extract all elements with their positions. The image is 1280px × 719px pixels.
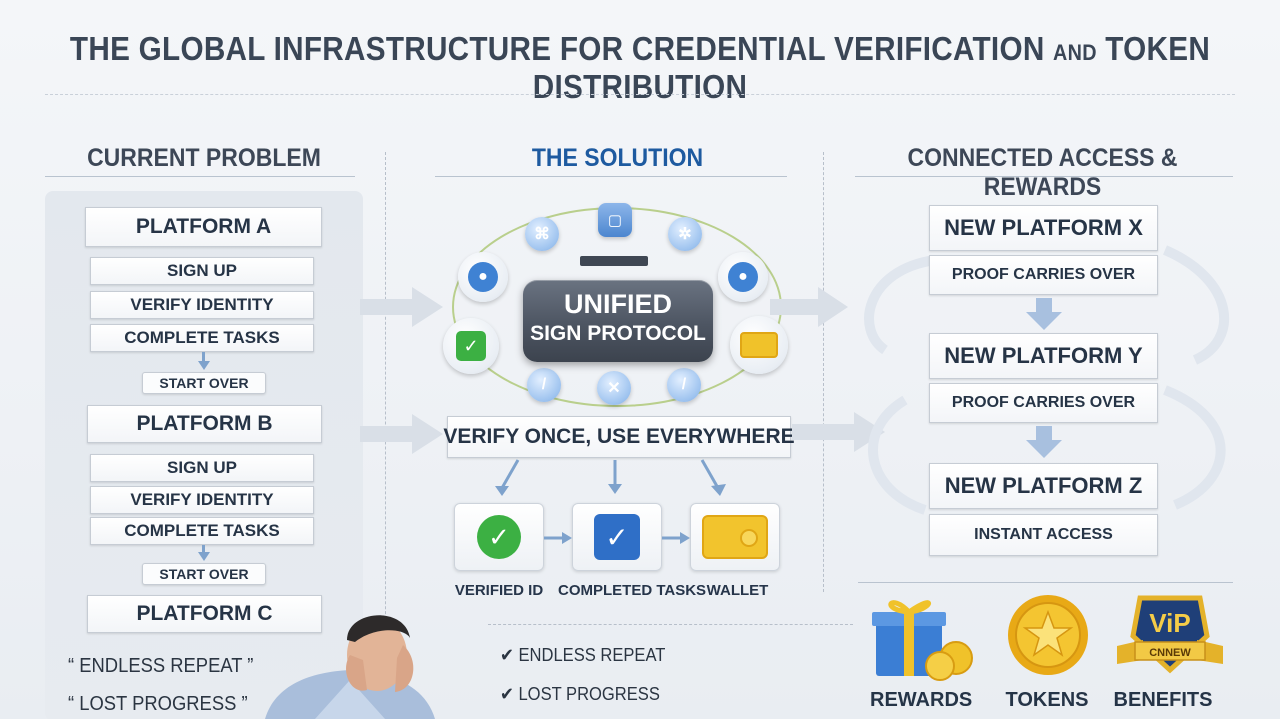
task-check-icon: ✓ xyxy=(594,514,640,560)
user-node-left: ● xyxy=(458,252,508,302)
tile-arrow-2 xyxy=(662,532,690,544)
verified-id-label: VERIFIED ID xyxy=(454,582,544,599)
verified-id-tile: ✓ xyxy=(454,503,544,571)
quote-lost-progress: “ LOST PROGRESS ” xyxy=(68,693,248,715)
down-arrow-stem-b xyxy=(202,545,205,553)
hub-line-2: SIGN PROTOCOL xyxy=(530,322,706,345)
network-node-4: ✕ xyxy=(597,371,631,405)
user-node-right: ● xyxy=(718,252,768,302)
down-arrow-x xyxy=(1026,298,1062,330)
instant-access-box: INSTANT ACCESS xyxy=(929,514,1158,556)
solution-heading: THE SOLUTION xyxy=(531,144,704,172)
new-platform-z-box: NEW PLATFORM Z xyxy=(929,463,1158,509)
connected-access-heading: CONNECTED ACCESS & REWARDS xyxy=(907,144,1178,201)
proof-carries-over-y: PROOF CARRIES OVER xyxy=(929,383,1158,423)
wallet-tile xyxy=(690,503,780,571)
flow-arrow-top xyxy=(360,287,443,327)
hub-line-1: UNIFIED xyxy=(564,289,672,319)
checklist-lost-progress: ✔ LOST PROGRESS xyxy=(500,684,660,704)
verify-once-banner: VERIFY ONCE, USE EVERYWHERE xyxy=(443,416,795,458)
step-verify-identity-b: VERIFY IDENTITY xyxy=(90,486,314,514)
title-and: AND xyxy=(1053,40,1097,65)
connected-access-rule xyxy=(855,176,1233,177)
start-over-a: START OVER xyxy=(142,372,266,394)
flow-arrow-right-bottom xyxy=(792,412,885,452)
page-title: THE GLOBAL INFRASTRUCTURE FOR CREDENTIAL… xyxy=(64,30,1216,106)
title-divider xyxy=(45,94,1235,95)
benefits-label: BENEFITS xyxy=(1113,689,1213,711)
gift-box-icon xyxy=(872,600,973,681)
platform-b-box: PLATFORM B xyxy=(87,405,322,443)
title-part2: TOKEN DISTRIBUTION xyxy=(532,30,1211,105)
frustrated-person-illustration xyxy=(265,615,435,719)
wallet-label: WALLET xyxy=(706,582,769,599)
rewards-rule xyxy=(858,582,1233,583)
start-over-b: START OVER xyxy=(142,563,266,585)
wallet-node xyxy=(730,316,788,374)
checkmark-node: ✓ xyxy=(443,318,499,374)
down-arrow-a xyxy=(198,361,210,370)
completed-tasks-tile: ✓ xyxy=(572,503,662,571)
vip-text: ViP xyxy=(1149,608,1190,638)
token-coin-icon xyxy=(1008,595,1088,675)
wallet-icon xyxy=(702,515,768,559)
vip-badge-icon: ViP CNNEW xyxy=(1117,595,1223,674)
solution-rule xyxy=(435,176,787,177)
current-problem-heading: CURRENT PROBLEM xyxy=(87,144,321,172)
verified-check-icon: ✓ xyxy=(477,515,521,559)
proof-carries-over-x: PROOF CARRIES OVER xyxy=(929,255,1158,295)
flow-arrow-bottom xyxy=(360,414,443,454)
down-arrow-y xyxy=(1026,426,1062,458)
banner-output-arrows xyxy=(495,459,726,496)
completed-tasks-label: COMPLETED TASKS xyxy=(558,582,707,599)
new-platform-y-box: NEW PLATFORM Y xyxy=(929,333,1158,379)
quote-endless-repeat: “ ENDLESS REPEAT ” xyxy=(68,655,254,677)
step-complete-tasks-a: COMPLETE TASKS xyxy=(90,324,314,352)
tokens-label: TOKENS xyxy=(1005,689,1089,711)
platform-a-box: PLATFORM A xyxy=(85,207,322,247)
new-platform-x-box: NEW PLATFORM X xyxy=(929,205,1158,251)
down-arrow-b xyxy=(198,552,210,561)
step-complete-tasks-b: COMPLETE TASKS xyxy=(90,517,314,545)
network-node-top: ▢ xyxy=(598,203,632,237)
hub-cap xyxy=(580,256,648,266)
network-node-5: / xyxy=(667,368,701,402)
down-arrow-stem-a xyxy=(202,352,205,362)
network-node-2: ✲ xyxy=(668,217,702,251)
cycle-swirl-decoration xyxy=(864,245,1230,515)
title-part1: THE GLOBAL INFRASTRUCTURE FOR CREDENTIAL… xyxy=(69,30,1045,67)
step-sign-up-a: SIGN UP xyxy=(90,257,314,285)
column-divider-right xyxy=(823,152,824,592)
network-node-1: ⌘ xyxy=(525,217,559,251)
step-sign-up-b: SIGN UP xyxy=(90,454,314,482)
unified-sign-protocol-hub: UNIFIED SIGN PROTOCOL xyxy=(523,280,713,362)
middle-bottom-rule xyxy=(488,624,853,625)
vip-ribbon-text: CNNEW xyxy=(1149,647,1191,659)
platform-c-box: PLATFORM C xyxy=(87,595,322,633)
step-verify-identity-a: VERIFY IDENTITY xyxy=(90,291,314,319)
checklist-endless-repeat: ✔ ENDLESS REPEAT xyxy=(500,645,666,665)
tile-arrow-1 xyxy=(544,532,572,544)
network-node-3: / xyxy=(527,368,561,402)
current-problem-rule xyxy=(45,176,355,177)
flow-arrow-right-top xyxy=(770,287,848,327)
rewards-label: REWARDS xyxy=(870,689,973,711)
